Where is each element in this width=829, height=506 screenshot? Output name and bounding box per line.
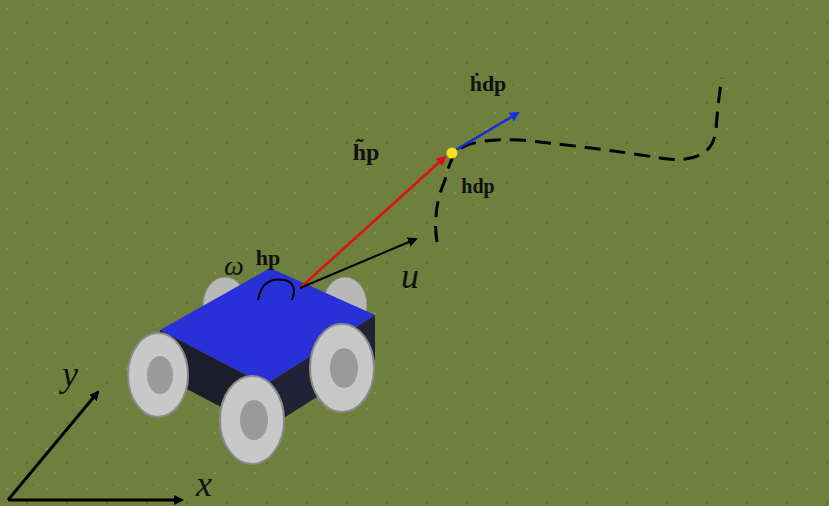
derivative-label: ḣdp — [470, 73, 507, 95]
angular-velocity-label: ω — [224, 252, 244, 280]
position-label: hp — [256, 247, 280, 269]
axis-label: x — [196, 466, 212, 502]
axis-label: y — [62, 356, 78, 392]
desired-point-label: hdp — [461, 176, 494, 196]
error-label: h̃p — [353, 140, 380, 164]
linear-velocity-label: u — [401, 258, 419, 294]
